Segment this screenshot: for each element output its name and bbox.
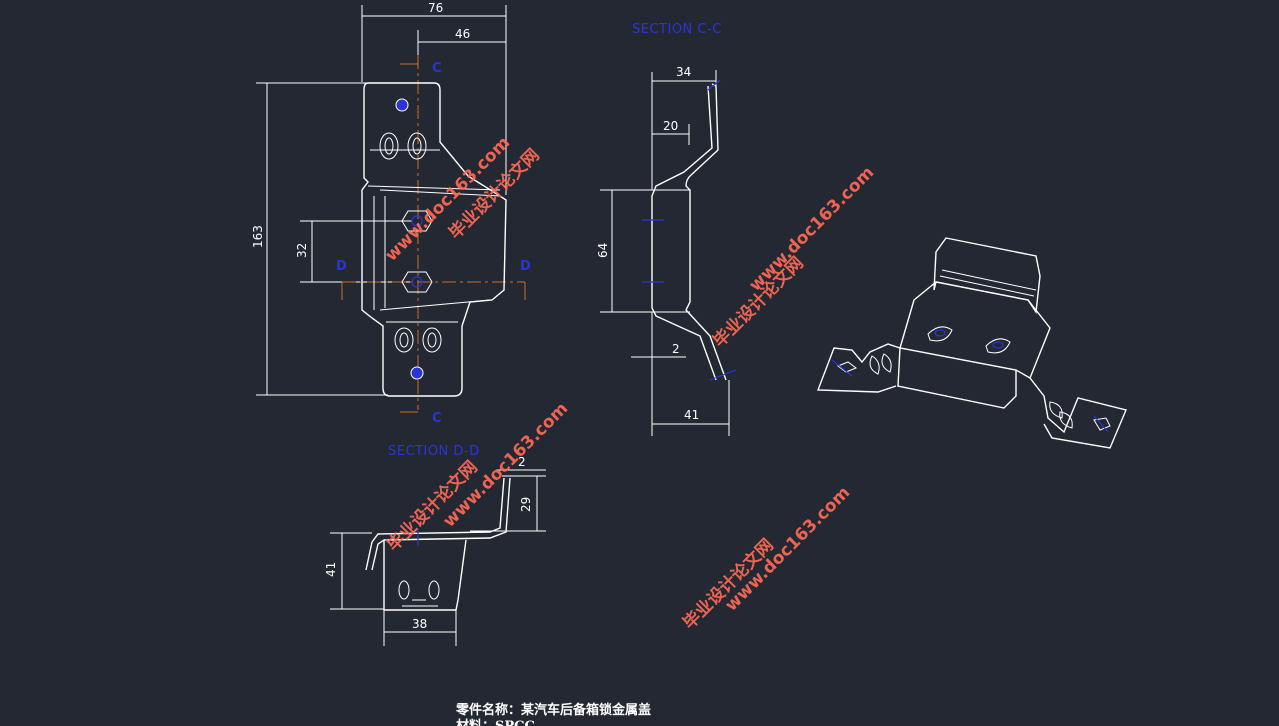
- section-mark-c-bottom: C: [432, 411, 442, 426]
- section-mark-c-top: C: [432, 61, 442, 76]
- dim-dd-41: 41: [324, 562, 338, 577]
- dim-cc-41: 41: [684, 408, 699, 422]
- dim-dd-2: 2: [518, 455, 526, 469]
- dim-163: 163: [251, 225, 265, 248]
- title-block: 零件名称：某汽车后备箱锁金属盖 材料：SPCC: [455, 702, 651, 726]
- section-cc-label: SECTION C-C: [632, 22, 722, 37]
- section-mark-d-right: D: [520, 259, 531, 274]
- dim-46: 46: [455, 27, 470, 41]
- material-text: 材料：SPCC: [456, 718, 535, 726]
- watermark-layer: 毕业设计论文网 www.doc163.com 毕业设计论文网 www.doc16…: [381, 133, 878, 634]
- dim-cc-20: 20: [663, 119, 678, 133]
- isometric-view: [816, 237, 1127, 449]
- section-cc-view: SECTION C-C 34 20 64 2 41: [596, 22, 737, 436]
- watermark-url-4: www.doc163.com: [721, 483, 854, 616]
- dim-76: 76: [428, 1, 443, 15]
- dim-32: 32: [295, 243, 309, 258]
- dim-dd-38: 38: [412, 617, 427, 631]
- dim-dd-29: 29: [519, 497, 533, 512]
- part-name-text: 零件名称：某汽车后备箱锁金属盖: [455, 702, 651, 718]
- front-part-outline: [361, 82, 507, 397]
- section-mark-d-left: D: [336, 259, 347, 274]
- front-view: 76 46 163 32 C C D D: [251, 1, 531, 426]
- dim-cc-2: 2: [672, 342, 680, 356]
- section-dd-label: SECTION D-D: [388, 444, 480, 459]
- dim-cc-34: 34: [676, 65, 691, 79]
- dim-cc-64: 64: [596, 243, 610, 258]
- watermark-url-2: www.doc163.com: [745, 163, 878, 296]
- section-dd-view: SECTION D-D 2 29 41 38: [324, 444, 546, 646]
